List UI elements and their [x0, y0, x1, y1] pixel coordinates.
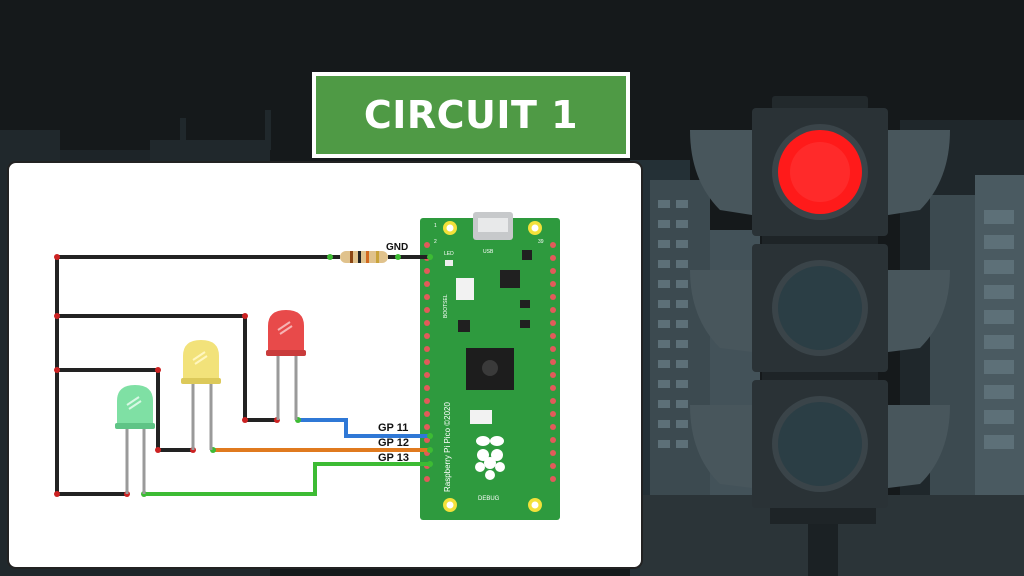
page-title: CIRCUIT 1	[363, 93, 579, 137]
gnd-label: GND	[386, 242, 408, 253]
gp12-label: GP 12	[378, 437, 409, 449]
resistor	[340, 251, 388, 263]
raspberry-pi-pico-board: USB LED 1 2 39 DEBUG BOOTSEL Raspberry P…	[420, 212, 560, 520]
pin1-label: 1	[434, 223, 437, 229]
usb-label: USB	[483, 249, 494, 255]
gp11-label: GP 11	[378, 422, 408, 434]
pin39-label: 39	[538, 239, 544, 245]
board-name-label: Raspberry Pi Pico ©2020	[443, 402, 452, 492]
wire-gp11	[298, 418, 430, 438]
wire-gp13	[144, 462, 430, 496]
bootsel-label: BOOTSEL	[443, 294, 449, 318]
red-led	[266, 310, 306, 420]
gp13-label: GP 13	[378, 452, 409, 464]
title-banner: CIRCUIT 1	[312, 72, 630, 158]
green-led	[115, 385, 155, 494]
pin2-label: 2	[434, 239, 437, 245]
debug-label: DEBUG	[478, 496, 500, 502]
raspberry-logo-icon	[475, 436, 505, 480]
led-label: LED	[444, 251, 454, 257]
ground-wires	[55, 255, 340, 496]
yellow-led	[181, 340, 221, 450]
